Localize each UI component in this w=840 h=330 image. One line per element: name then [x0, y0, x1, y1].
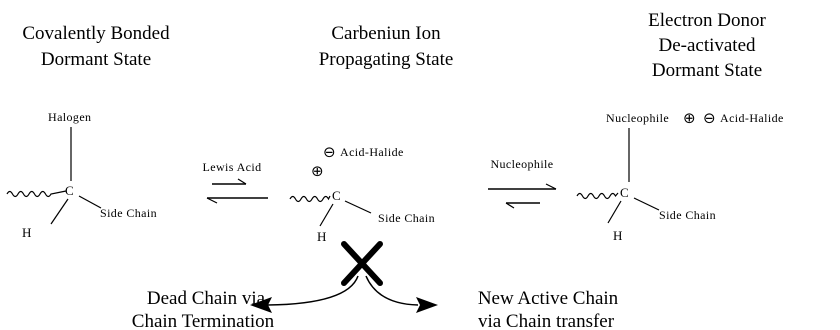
sidechain-label: Side Chain — [100, 206, 157, 220]
bond-c-sidechain — [633, 197, 660, 211]
dead-chain-line1: Dead Chain via — [147, 288, 266, 309]
bond-c-hydrogen — [50, 198, 69, 225]
lewis-acid-label: Lewis Acid — [203, 160, 262, 174]
new-active-chain-line2: via Chain transfer — [478, 311, 615, 330]
blocked-side-reactions: Dead Chain via Chain Termination New Act… — [132, 241, 619, 330]
new-active-chain-line1: New Active Chain — [478, 288, 619, 309]
bond-c-hydrogen — [319, 203, 334, 227]
equilibrium-arrows-1: Lewis Acid — [203, 160, 268, 204]
acid-halide-label: Acid-Halide — [720, 111, 784, 125]
curved-arrow-right — [365, 275, 419, 306]
equilibrium-arrows-2: Nucleophile — [488, 157, 557, 209]
hydrogen-label: H — [22, 225, 31, 240]
polymer-chain-wave — [289, 195, 331, 203]
negative-charge-icon: ⊖ — [323, 143, 336, 161]
structure-1: Halogen C Side Chain H — [6, 110, 157, 240]
forward-arrow-head — [545, 183, 557, 190]
polymer-chain-wave — [6, 190, 67, 198]
state3-title-line3: Dormant State — [652, 60, 762, 81]
nucleophile-arrow-label: Nucleophile — [490, 157, 553, 171]
arrowhead-left — [250, 297, 272, 313]
curved-arrow-left — [267, 275, 359, 306]
reverse-arrow-head — [505, 202, 515, 209]
dead-chain-line2: Chain Termination — [132, 311, 275, 330]
cross-mark-stroke-2 — [341, 241, 383, 286]
halogen-label: Halogen — [48, 110, 91, 124]
sidechain-label: Side Chain — [378, 211, 435, 225]
sidechain-label: Side Chain — [659, 208, 716, 222]
state3-title-line1: Electron Donor — [648, 10, 766, 31]
bond-c-hydrogen — [607, 200, 622, 224]
state1-title-line2: Dormant State — [41, 49, 151, 70]
forward-arrow-head — [237, 178, 247, 185]
positive-charge-icon: ⊕ — [683, 109, 696, 127]
state2-title-line2: Propagating State — [319, 49, 454, 70]
carbon-label: C — [620, 185, 629, 200]
carbon-label: C — [332, 188, 341, 203]
nucleophile-label: Nucleophile — [606, 111, 669, 125]
hydrogen-label: H — [317, 229, 326, 244]
state3-title-line2: De-activated — [658, 35, 756, 56]
polymer-chain-wave — [576, 192, 619, 200]
arrowhead-right — [416, 297, 438, 313]
state1-title-line1: Covalently Bonded — [22, 23, 170, 44]
positive-charge-icon: ⊕ — [311, 162, 324, 180]
carbon-label: C — [65, 183, 74, 198]
bond-c-sidechain — [78, 195, 102, 209]
structure-3: Nucleophile ⊕ ⊖ Acid-Halide C Side Chain… — [576, 109, 784, 243]
structure-2: ⊖ Acid-Halide ⊕ C Side Chain H — [289, 143, 435, 244]
hydrogen-label: H — [613, 228, 622, 243]
negative-charge-icon: ⊖ — [703, 109, 716, 127]
state2-title-line1: Carbeniun Ion — [331, 23, 441, 44]
bond-c-sidechain — [344, 200, 372, 214]
acid-halide-label: Acid-Halide — [340, 145, 404, 159]
reverse-arrow-head — [206, 197, 218, 204]
